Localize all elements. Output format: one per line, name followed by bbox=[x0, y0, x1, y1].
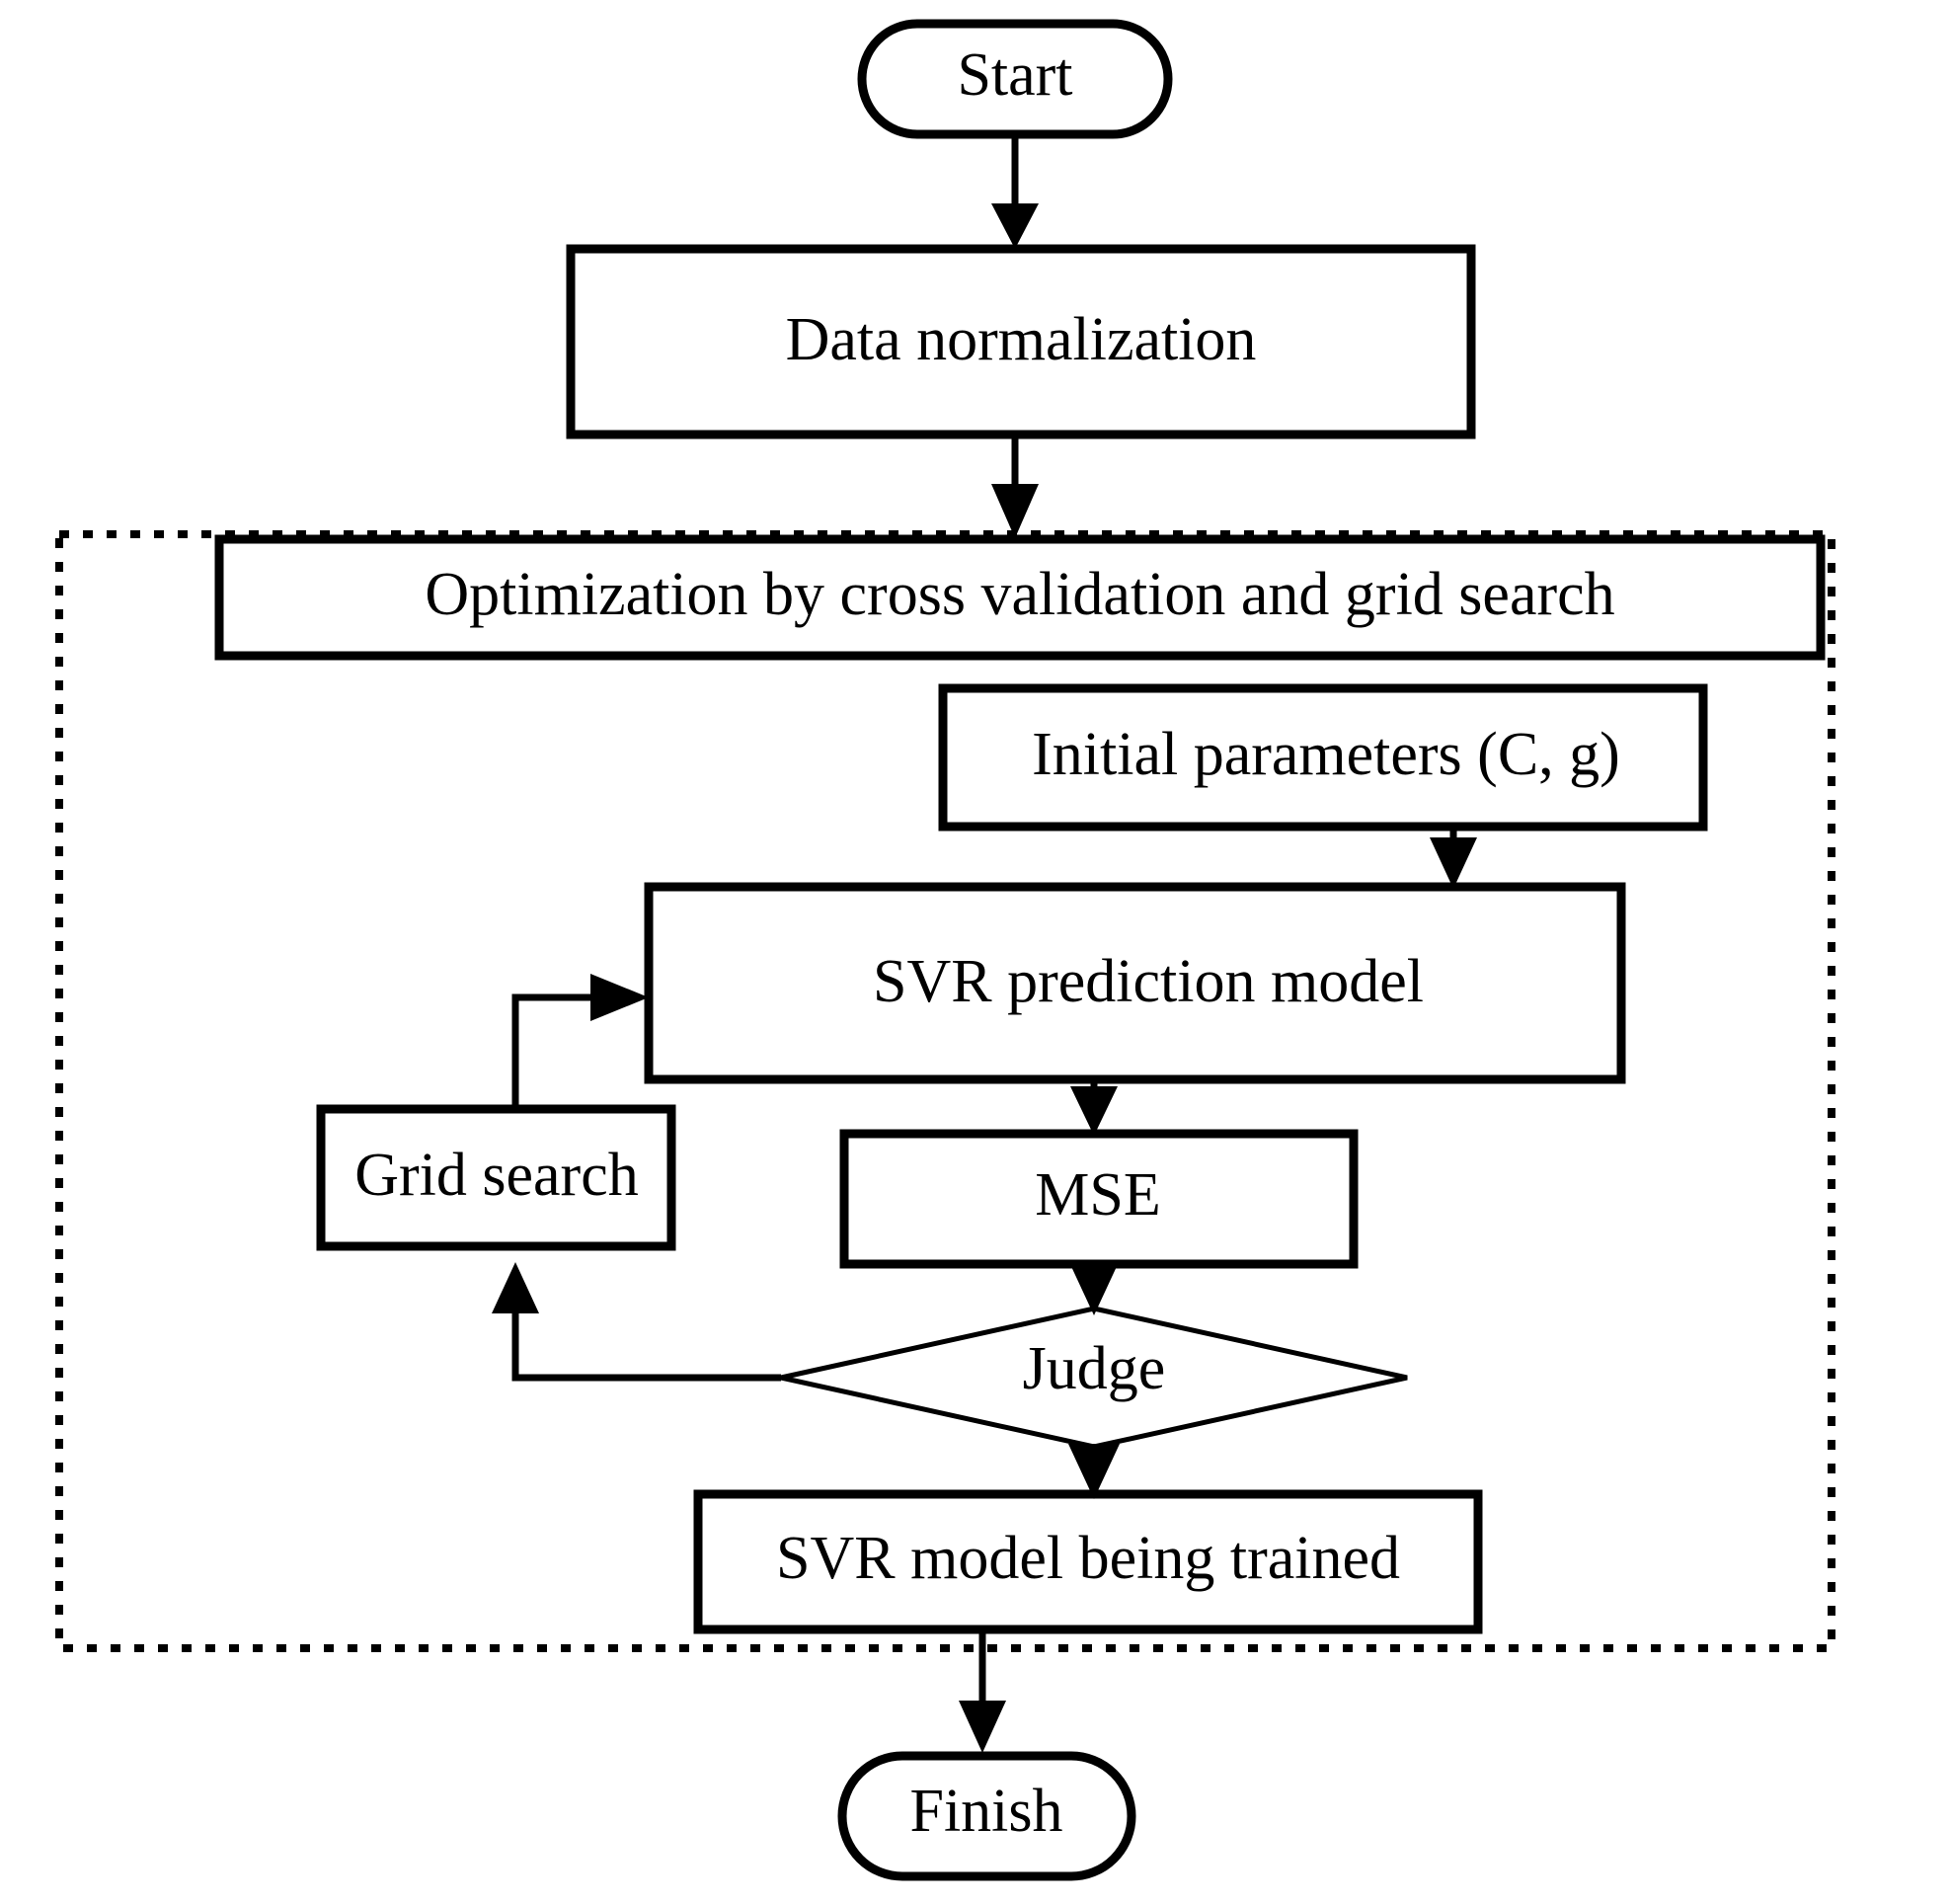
optimization-group-box bbox=[55, 530, 1835, 1652]
node-finish[interactable]: Finish bbox=[837, 1751, 1136, 1881]
node-start[interactable]: Start bbox=[857, 19, 1173, 139]
node-optimization-label: Optimization by cross validation and gri… bbox=[425, 561, 1614, 628]
edge-svr-prediction-model-to-mse bbox=[1070, 1079, 1118, 1136]
node-optimization[interactable]: Optimization by cross validation and gri… bbox=[214, 534, 1826, 661]
edge-mse-to-judge bbox=[1068, 1260, 1120, 1315]
edge-svr-model-being-trained-to-finish bbox=[959, 1629, 1006, 1753]
node-initial-parameters[interactable]: Initial parameters (C, g) bbox=[938, 683, 1708, 832]
node-finish-label: Finish bbox=[909, 1778, 1062, 1845]
edge-grid-search-to-svr-prediction-model bbox=[511, 974, 649, 1109]
node-svr-model-being-trained-label: SVR model being trained bbox=[776, 1525, 1400, 1592]
node-grid-search[interactable]: Grid search bbox=[316, 1104, 676, 1251]
node-start-label: Start bbox=[957, 41, 1072, 109]
edge-data-normalization-to-optimization bbox=[991, 435, 1039, 538]
edge-start-to-data-normalization bbox=[991, 134, 1039, 249]
node-judge[interactable]: Judge bbox=[780, 1306, 1408, 1450]
node-mse-label: MSE bbox=[1035, 1161, 1160, 1229]
node-data-normalization[interactable]: Data normalization bbox=[566, 244, 1476, 439]
node-initial-parameters-label: Initial parameters (C, g) bbox=[1032, 721, 1620, 788]
node-judge-label: Judge bbox=[1023, 1335, 1166, 1402]
edge-judge-to-svr-model-being-trained bbox=[1068, 1444, 1120, 1499]
edge-initial-parameters-to-svr-prediction-model bbox=[1430, 827, 1477, 889]
edge-judge-to-grid-search bbox=[492, 1262, 781, 1382]
node-grid-search-label: Grid search bbox=[354, 1142, 638, 1209]
node-svr-prediction-model-label: SVR prediction model bbox=[873, 948, 1424, 1015]
node-data-normalization-label: Data normalization bbox=[786, 306, 1257, 373]
node-svr-prediction-model[interactable]: SVR prediction model bbox=[644, 882, 1626, 1084]
node-svr-model-being-trained[interactable]: SVR model being trained bbox=[693, 1489, 1483, 1634]
node-mse[interactable]: MSE bbox=[839, 1129, 1359, 1269]
